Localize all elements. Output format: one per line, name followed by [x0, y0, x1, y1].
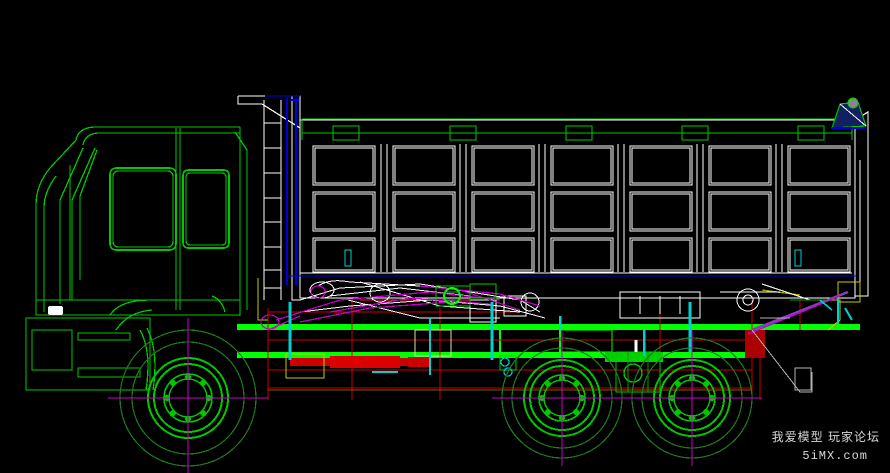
quarter-window [182, 169, 230, 249]
windshield-edge [79, 149, 98, 280]
watermark-site-url: 5iMX.com [802, 449, 868, 463]
access-ladder [263, 100, 282, 300]
cab-rear-corner [234, 131, 248, 310]
front-wheel [108, 318, 268, 473]
front-grille [31, 329, 73, 371]
watermark-forum-name: 我爱模型 玩家论坛 [771, 430, 880, 444]
front-wheel-arch-a [109, 299, 151, 316]
front-wheel-arch-b [115, 309, 153, 331]
panel-marker-front [344, 249, 352, 267]
bogie-pivot [623, 363, 643, 383]
panel-stiffeners [380, 144, 783, 272]
top-rail-tabs [332, 125, 825, 141]
cab-outer-shell [35, 126, 241, 316]
bumper-slot-lower [77, 367, 141, 378]
rear-wheel-2-centerline [622, 330, 762, 466]
wind-deflector-lip [237, 96, 262, 105]
bumper-side-curve [139, 329, 149, 391]
door-window-inner [112, 170, 174, 248]
front-lug-bolts [164, 374, 212, 422]
chassis-green-parts [435, 283, 830, 371]
bumper-slot-upper [77, 332, 131, 341]
front-wheel-centerline [108, 318, 268, 473]
rear-end-detail [751, 317, 813, 393]
cargo-box-outline [299, 119, 856, 299]
tailgate-pivot-pin [847, 97, 859, 109]
bumper-side-curve-2 [146, 327, 156, 391]
panel-marker-rear [794, 249, 802, 267]
top-rail-group [301, 118, 853, 141]
cab-roof-inner [82, 132, 240, 146]
rear-wheel-aft [622, 330, 762, 466]
rear-wheel-1-centerline [492, 330, 632, 466]
rear-cab-arch [211, 295, 226, 313]
rear-tipper-arm [751, 290, 849, 332]
quarter-window-inner [185, 172, 227, 246]
windshield-pillar-inner [71, 147, 96, 300]
cab-front-face [43, 175, 57, 312]
lift-linkage-group [260, 280, 849, 335]
box-front-post [291, 118, 300, 301]
rear-frame-block [745, 330, 765, 358]
cylinder-rod-end [408, 357, 430, 367]
hydraulic-cylinder-barrel [330, 356, 400, 368]
headlight-icon [48, 306, 63, 315]
chassis-rails-group [237, 324, 860, 358]
cyan-fastener-group [288, 249, 853, 377]
tailgate-hinge-assembly [831, 97, 867, 129]
cargo-box-group [237, 95, 869, 301]
blue-headboard-posts [265, 95, 856, 285]
cab-group [25, 126, 248, 391]
tailgate-hinge-brace [839, 103, 867, 127]
cargo-box-panel-grid [312, 145, 851, 273]
chassis-crossmember [499, 327, 561, 355]
windshield-pillar-outer [59, 147, 84, 304]
